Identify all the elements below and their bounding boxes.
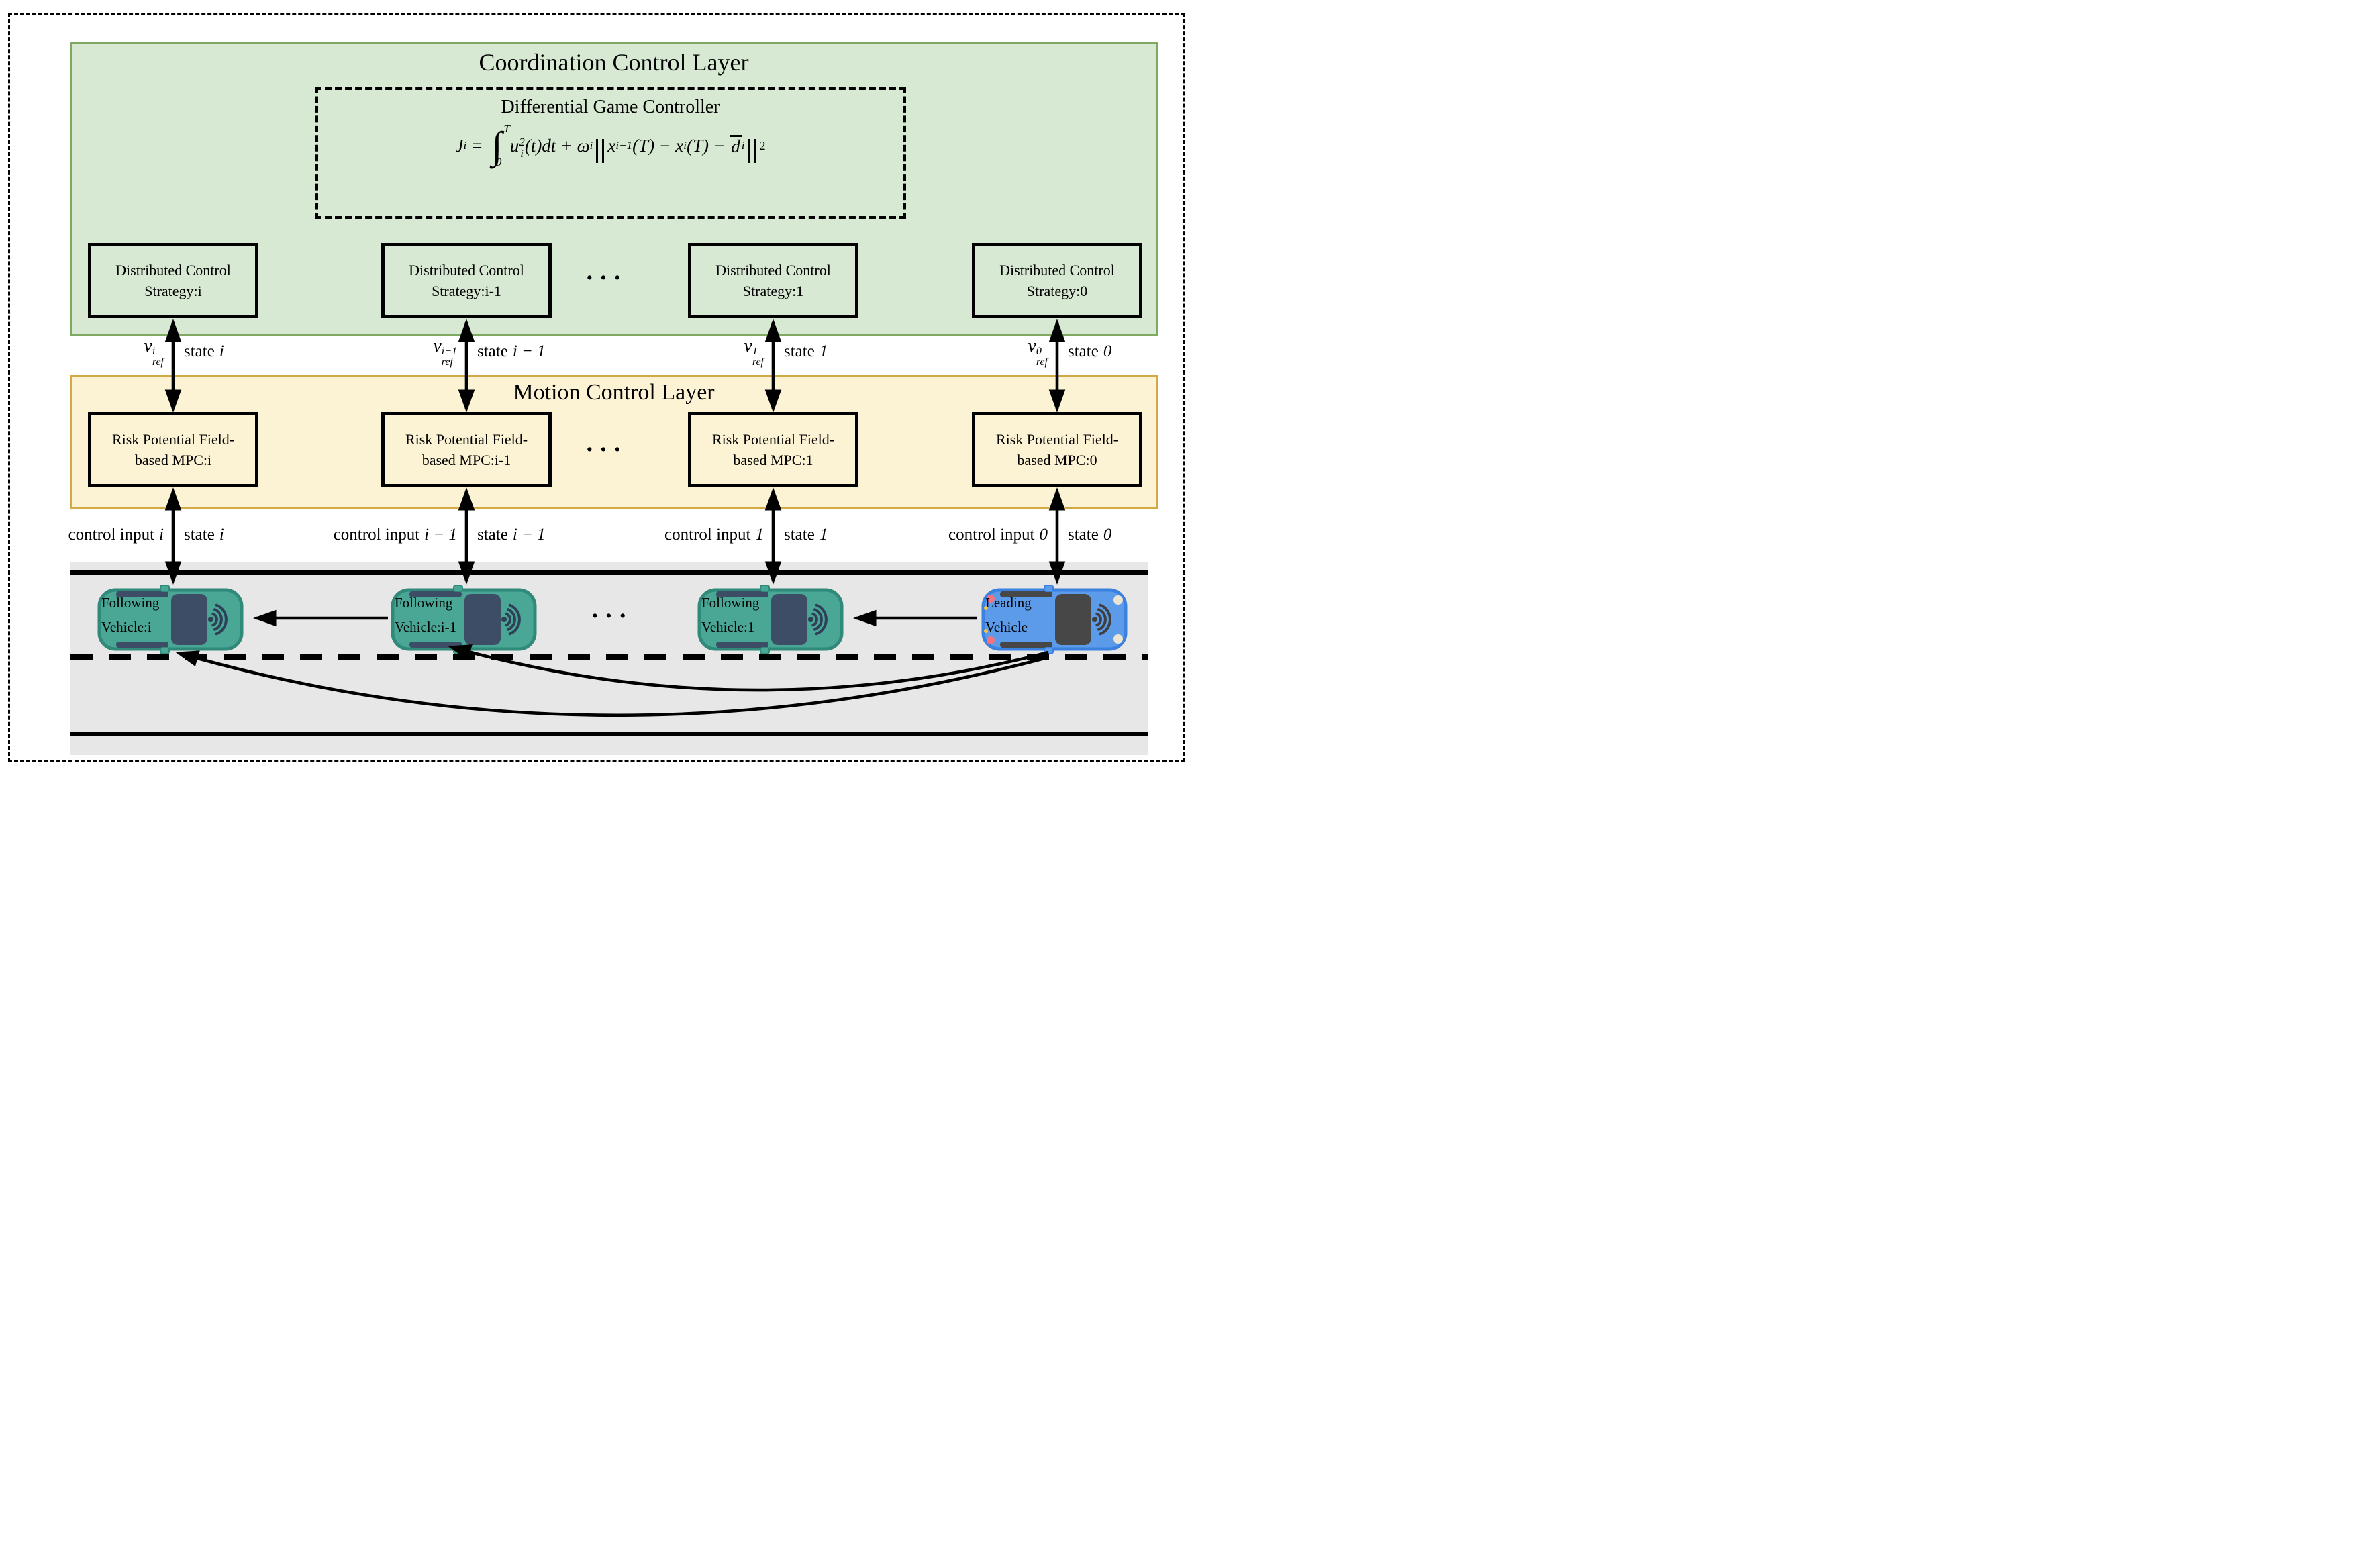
lane-marking: [70, 654, 1148, 660]
norm-close: [748, 139, 756, 163]
road-edge-top: [70, 570, 1148, 575]
head-light: [1113, 634, 1123, 644]
wifi-icon: [1092, 603, 1111, 636]
vehicle-following-i: [97, 585, 244, 654]
ellipsis-vehicle-row: ···: [591, 602, 633, 630]
strategy-box-i: Distributed Control Strategy:i: [88, 243, 258, 318]
vehicle-following-i-1: [391, 585, 537, 654]
vehicle-leading: [981, 585, 1128, 654]
mpc-box-i-1: Risk Potential Field- based MPC:i-1: [381, 412, 552, 487]
figure-border: [8, 13, 1185, 762]
motion-layer-title: Motion Control Layer: [513, 380, 715, 405]
ellipsis-mpc-row: ···: [585, 436, 628, 464]
road-edge-bottom: [70, 732, 1148, 736]
ellipsis-strategy-row: ···: [585, 264, 628, 292]
wifi-icon: [501, 603, 521, 636]
integral-sign: ∫ T 0: [491, 122, 510, 168]
vehicle-label-leading: Leading Vehicle: [985, 595, 1032, 635]
dgc-title: Differential Game Controller: [501, 97, 720, 117]
platoon-control-architecture-diagram: Coordination Control Layer Differential …: [0, 0, 1190, 772]
strategy-box-i-1: Distributed Control Strategy:i-1: [381, 243, 552, 318]
norm-open: [596, 139, 605, 163]
strategy-box-1: Distributed Control Strategy:1: [688, 243, 858, 318]
head-light: [1113, 595, 1123, 605]
vehicle-label-i: Following Vehicle:i: [101, 595, 160, 635]
mpc-box-0: Risk Potential Field- based MPC:0: [972, 412, 1142, 487]
mpc-box-i: Risk Potential Field- based MPC:i: [88, 412, 258, 487]
strategy-box-0: Distributed Control Strategy:0: [972, 243, 1142, 318]
tail-light: [987, 595, 995, 603]
formula-J: J: [455, 135, 464, 156]
wifi-icon: [208, 603, 228, 636]
tail-light: [987, 636, 995, 644]
wifi-icon: [808, 603, 828, 636]
vehicle-label-i-1: Following Vehicle:i-1: [395, 595, 457, 635]
coordination-layer-title: Coordination Control Layer: [479, 49, 749, 76]
d-bar: d: [730, 135, 742, 157]
vehicle-label-1: Following Vehicle:1: [701, 595, 760, 635]
mpc-box-1: Risk Potential Field- based MPC:1: [688, 412, 858, 487]
